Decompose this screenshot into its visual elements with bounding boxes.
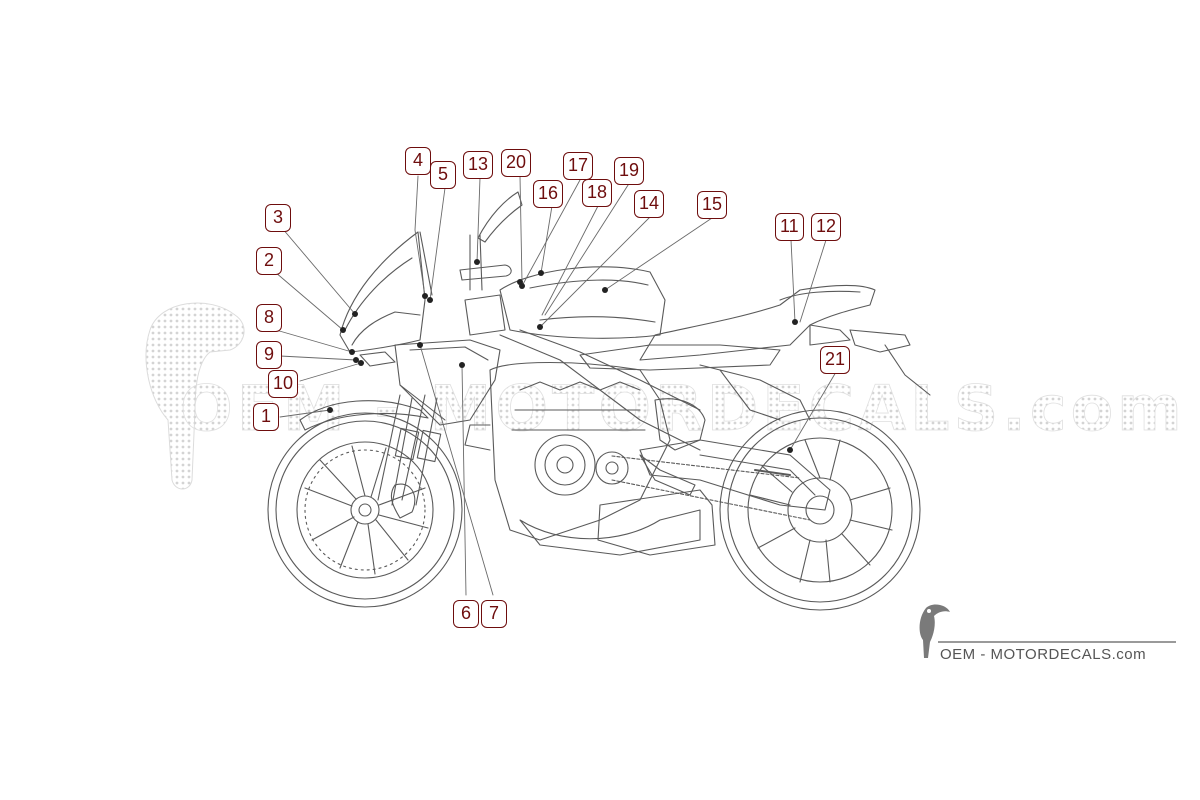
brand-underline	[938, 641, 1176, 643]
callout-6: 6	[453, 600, 479, 628]
front-fairing	[339, 231, 501, 426]
fuel-tank	[499, 266, 666, 339]
callout-20: 20	[501, 149, 532, 177]
engine	[464, 361, 706, 556]
callout-12: 12	[811, 213, 842, 241]
front-wheel	[267, 412, 463, 608]
chain	[611, 455, 811, 521]
rear-wheel	[719, 409, 921, 611]
decal-dots	[327, 259, 798, 453]
exhaust	[597, 489, 716, 556]
callout-13: 13	[463, 151, 494, 179]
callout-10: 10	[268, 370, 299, 398]
callout-4: 4	[405, 147, 431, 175]
footpeg	[639, 454, 696, 496]
seat-tail	[579, 284, 931, 396]
leader-lines	[274, 175, 837, 596]
callout-2: 2	[256, 247, 282, 275]
brand-text[interactable]: OEM - MOTORDECALS.com	[940, 646, 1147, 663]
watermark-text: OEM - MOTORDECALS.com	[180, 372, 1186, 445]
swingarm	[639, 439, 831, 511]
callout-18: 18	[582, 179, 613, 207]
front-forks	[377, 394, 442, 506]
handlebar-mirror	[459, 191, 523, 336]
callout-19: 19	[614, 157, 645, 185]
callout-16: 16	[533, 180, 564, 208]
callout-1: 1	[253, 403, 279, 431]
callout-5: 5	[430, 161, 456, 189]
callout-21: 21	[820, 346, 851, 374]
brake-caliper	[390, 483, 416, 519]
callout-7: 7	[481, 600, 507, 628]
callout-11: 11	[775, 213, 804, 241]
callout-3: 3	[265, 204, 291, 232]
callout-8: 8	[256, 304, 282, 332]
front-fender	[299, 400, 429, 431]
callout-17: 17	[563, 152, 594, 180]
callout-14: 14	[634, 190, 665, 218]
callout-9: 9	[256, 341, 282, 369]
toucan-icon	[919, 604, 950, 658]
watermark-toucan-icon	[145, 302, 245, 490]
callout-15: 15	[697, 191, 728, 219]
